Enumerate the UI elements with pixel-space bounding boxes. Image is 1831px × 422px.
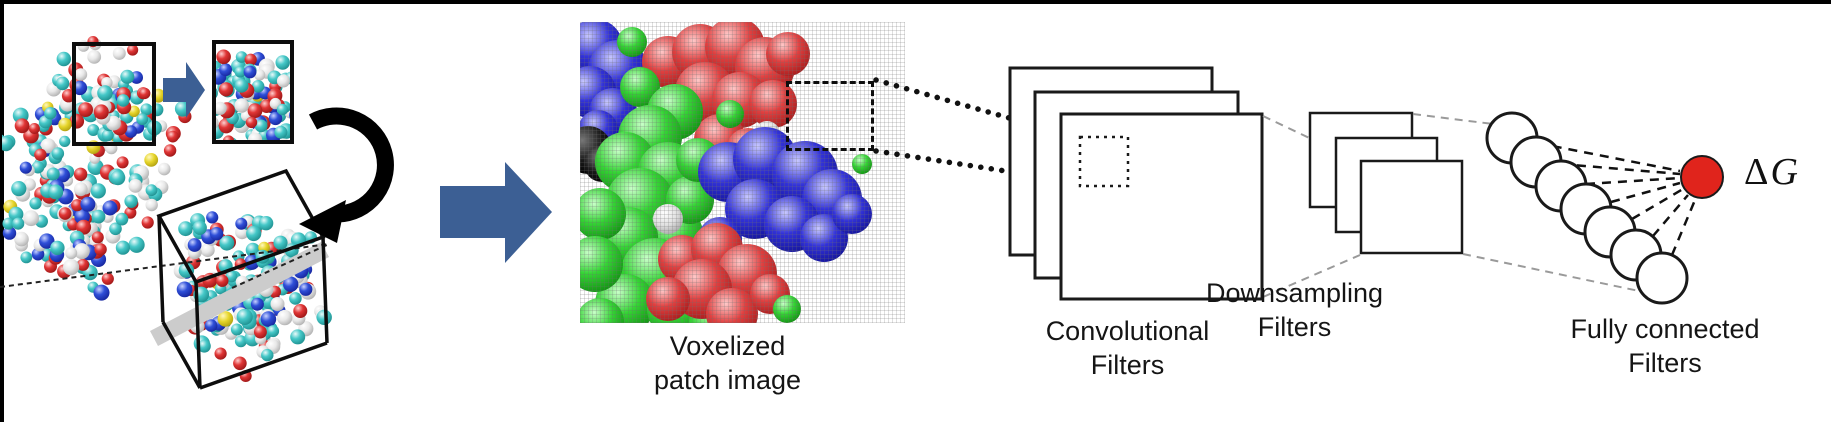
cube-slice-plane (0, 242, 330, 346)
caption-line: Filters (1090, 350, 1165, 380)
caption-line: Voxelized (669, 331, 786, 361)
downsampling-to-fc-connectors (1412, 113, 1640, 292)
fc-neuron-chain (1485, 111, 1689, 305)
downsampling-filter-stack (1308, 111, 1464, 255)
caption-voxelized-patch-image: Voxelized patch image (565, 329, 890, 397)
g-symbol: G (1770, 151, 1798, 193)
voxel-spheres (580, 22, 872, 323)
fc-to-output-connectors (1536, 141, 1697, 256)
output-delta-g-label: ΔG (1744, 150, 1798, 194)
figure-border-left (0, 0, 4, 422)
caption-line: Fully connected (1570, 314, 1760, 344)
fc-neuron (1635, 251, 1689, 305)
voxel-grid-texture (580, 22, 905, 323)
caption-downsampling-filters: Downsampling Filters (1192, 276, 1397, 344)
caption-line: patch image (653, 365, 802, 395)
voxel-cube-wireframe (156, 168, 329, 390)
caption-line: Filters (1257, 312, 1332, 342)
figure-border-top (0, 0, 1831, 4)
caption-line: Downsampling (1205, 278, 1384, 308)
extracted-patch-box (212, 40, 294, 144)
delta-symbol: Δ (1744, 151, 1769, 193)
conv-filter-stack (1008, 66, 1264, 301)
arrow-right-icon-large (440, 162, 552, 263)
caption-fully-connected-filters: Fully connected Filters (1558, 312, 1772, 380)
conv-kernel-box (1078, 135, 1130, 188)
output-node (1680, 155, 1724, 199)
extracted-patch-image (216, 49, 290, 140)
caption-line: Convolutional (1045, 316, 1210, 346)
voxelized-patch-image (580, 22, 905, 323)
rotate-arrow-icon (299, 107, 394, 243)
caption-line: Filters (1628, 348, 1702, 378)
receptive-field-box (786, 81, 874, 151)
patch-selection-box (72, 42, 156, 146)
caption-convolutional-filters: Convolutional Filters (1025, 314, 1230, 382)
arrow-right-icon-small (163, 62, 205, 118)
